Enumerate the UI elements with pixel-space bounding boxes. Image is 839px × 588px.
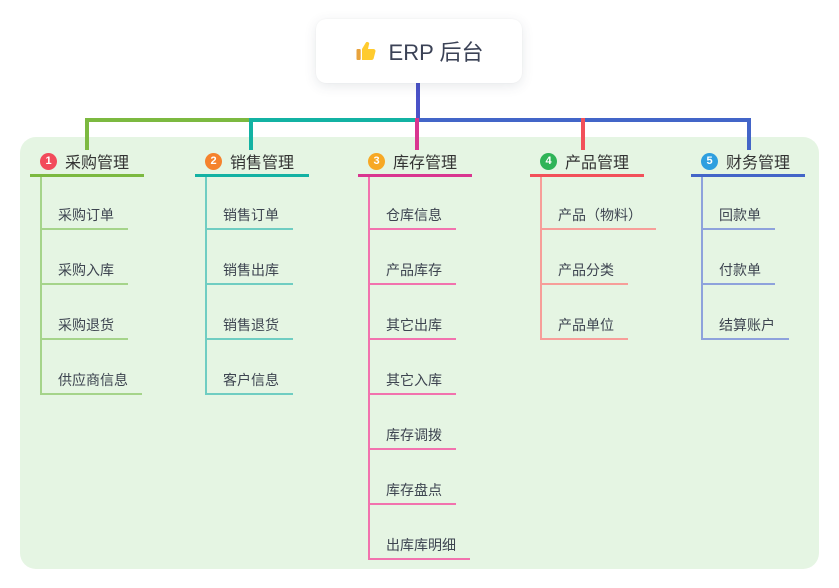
children-vertical-line [701, 177, 703, 340]
branch-node[interactable]: 2 销售管理 [205, 151, 295, 172]
child-item[interactable]: 出库库明细 [368, 537, 470, 560]
child-item[interactable]: 回款单 [701, 207, 775, 230]
child-item[interactable]: 库存调拨 [368, 427, 456, 450]
child-label: 采购入库 [58, 262, 114, 278]
bus-segment-mid [249, 118, 417, 122]
child-label: 销售退货 [223, 317, 279, 333]
child-label: 产品分类 [558, 262, 614, 278]
branch-number-badge: 1 [40, 152, 57, 170]
branch-drop-line [415, 118, 419, 150]
child-label: 采购订单 [58, 207, 114, 223]
branch-underline [195, 174, 309, 177]
branch-underline [30, 174, 144, 177]
child-label: 结算账户 [719, 317, 775, 333]
child-item[interactable]: 供应商信息 [40, 372, 142, 395]
child-item[interactable]: 其它出库 [368, 317, 456, 340]
child-item[interactable]: 产品分类 [540, 262, 628, 285]
child-label: 销售出库 [223, 262, 279, 278]
child-item[interactable]: 客户信息 [205, 372, 293, 395]
branch-label: 采购管理 [65, 155, 130, 172]
thumbs-up-icon [355, 39, 379, 63]
child-item[interactable]: 销售订单 [205, 207, 293, 230]
children-vertical-line [368, 177, 370, 560]
child-label: 产品库存 [386, 262, 442, 278]
branch-drop-line [249, 118, 253, 150]
root-node[interactable]: ERP 后台 [316, 19, 522, 83]
branch-drop-line [581, 118, 585, 150]
branch-number-badge: 3 [368, 152, 385, 170]
branch-drop-line [85, 118, 89, 150]
root-title: ERP 后台 [388, 40, 484, 65]
child-item[interactable]: 其它入库 [368, 372, 456, 395]
child-item[interactable]: 仓库信息 [368, 207, 456, 230]
branch-underline [358, 174, 472, 177]
child-label: 仓库信息 [386, 207, 442, 223]
branch-label: 销售管理 [230, 155, 295, 172]
child-item[interactable]: 产品（物料） [540, 207, 656, 230]
child-label: 付款单 [719, 262, 761, 278]
branch-node[interactable]: 1 采购管理 [40, 151, 130, 172]
branch-number-badge: 4 [540, 152, 557, 170]
child-label: 库存盘点 [386, 482, 442, 498]
child-item[interactable]: 销售退货 [205, 317, 293, 340]
child-label: 采购退货 [58, 317, 114, 333]
child-item[interactable]: 销售出库 [205, 262, 293, 285]
child-item[interactable]: 采购入库 [40, 262, 128, 285]
children-vertical-line [540, 177, 542, 340]
branch-number-badge: 5 [701, 152, 718, 170]
branch-number-badge: 2 [205, 152, 222, 170]
child-label: 库存调拨 [386, 427, 442, 443]
child-item[interactable]: 结算账户 [701, 317, 789, 340]
branch-underline [691, 174, 805, 177]
branch-label: 产品管理 [565, 155, 630, 172]
branch-label: 财务管理 [726, 155, 791, 172]
child-item[interactable]: 产品库存 [368, 262, 456, 285]
child-label: 产品（物料） [558, 207, 642, 223]
root-connector-line [416, 83, 420, 122]
branch-underline [530, 174, 644, 177]
child-label: 客户信息 [223, 372, 279, 388]
child-label: 产品单位 [558, 317, 614, 333]
child-label: 供应商信息 [58, 372, 128, 388]
child-item[interactable]: 库存盘点 [368, 482, 456, 505]
child-item[interactable]: 采购退货 [40, 317, 128, 340]
children-vertical-line [40, 177, 42, 395]
child-item[interactable]: 产品单位 [540, 317, 628, 340]
branch-node[interactable]: 4 产品管理 [540, 151, 630, 172]
child-label: 其它入库 [386, 372, 442, 388]
child-item[interactable]: 采购订单 [40, 207, 128, 230]
children-vertical-line [205, 177, 207, 395]
child-label: 回款单 [719, 207, 761, 223]
child-label: 销售订单 [223, 207, 279, 223]
branch-node[interactable]: 5 财务管理 [701, 151, 791, 172]
bus-segment-left [85, 118, 251, 122]
child-label: 其它出库 [386, 317, 442, 333]
branch-label: 库存管理 [393, 155, 458, 172]
child-item[interactable]: 付款单 [701, 262, 775, 285]
branch-node[interactable]: 3 库存管理 [368, 151, 458, 172]
branch-drop-line [747, 118, 751, 150]
child-label: 出库库明细 [386, 537, 456, 553]
branches-panel [20, 137, 819, 569]
